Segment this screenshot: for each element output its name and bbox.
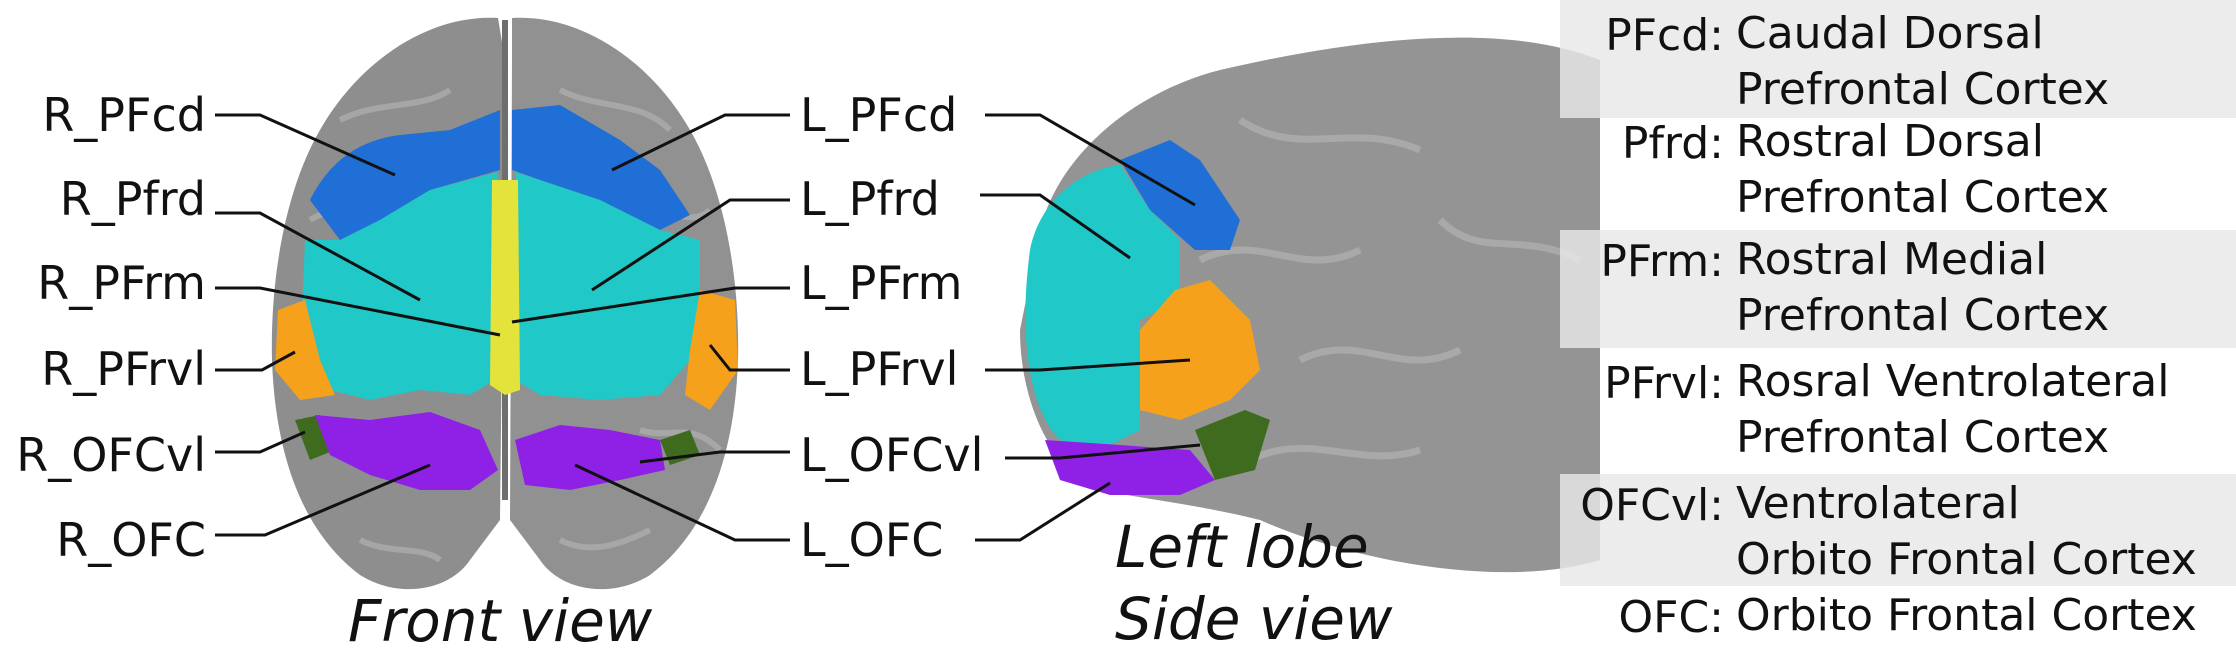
front-region-R-PFcd [310, 110, 500, 240]
side-view-caption-line2: Side view [1115, 585, 1393, 653]
legend-desc-line2: Prefrontal Cortex [1736, 290, 2110, 341]
label-R-PFrm: R_PFrm [37, 256, 206, 310]
legend-abbr: OFCvl: [1580, 480, 1724, 531]
legend-desc-line1: Rostral Dorsal [1736, 116, 2044, 167]
label-L-PFrvl: L_PFrvl [800, 342, 959, 396]
side-region-OFC [1045, 440, 1215, 495]
legend-desc-line2: Prefrontal Cortex [1736, 172, 2110, 223]
label-R-Pfrd: R_Pfrd [59, 172, 206, 226]
label-R-OFC: R_OFC [56, 513, 206, 567]
side-view-caption-line1: Left lobe [1115, 513, 1369, 581]
front-region-L-Pfrd [515, 172, 700, 400]
legend: PFcd: Caudal Dorsal Prefrontal Cortex Pf… [1560, 0, 2236, 648]
legend-row: PFcd: Caudal Dorsal Prefrontal Cortex [1560, 0, 2236, 118]
front-region-L-PFrvl [685, 290, 738, 410]
label-L-OFCvl: L_OFCvl [800, 428, 984, 482]
side-region-OFCvl [1195, 410, 1270, 480]
front-region-PFrm [490, 180, 520, 395]
legend-row: Pfrd: Rostral Dorsal Prefrontal Cortex [1560, 116, 2236, 230]
front-region-L-OFC [515, 425, 665, 490]
label-R-OFCvl: R_OFCvl [16, 428, 206, 482]
legend-row: PFrvl: Rosral Ventrolateral Prefrontal C… [1560, 348, 2236, 474]
legend-row: OFC: Orbito Frontal Cortex [1560, 586, 2236, 648]
legend-row: OFCvl: Ventrolateral Orbito Frontal Cort… [1560, 474, 2236, 586]
legend-abbr: PFrvl: [1604, 358, 1724, 409]
label-L-PFcd: L_PFcd [800, 88, 958, 142]
legend-desc-line2: Prefrontal Cortex [1736, 412, 2110, 463]
legend-desc-line1: Rostral Medial [1736, 234, 2048, 285]
label-L-OFC: L_OFC [800, 513, 944, 567]
front-region-L-PFcd [512, 105, 690, 230]
legend-desc-line2: Orbito Frontal Cortex [1736, 534, 2197, 585]
legend-desc-line1: Orbito Frontal Cortex [1736, 590, 2197, 641]
label-R-PFrvl: R_PFrvl [41, 342, 206, 396]
side-region-PFrvl [1140, 280, 1260, 420]
legend-desc-line1: Ventrolateral [1736, 478, 2020, 529]
legend-abbr: PFcd: [1605, 10, 1724, 61]
legend-row: PFrm: Rostral Medial Prefrontal Cortex [1560, 230, 2236, 348]
front-region-R-OFCvl [295, 415, 335, 460]
front-region-R-PFrvl [275, 300, 335, 400]
legend-abbr: OFC: [1618, 592, 1725, 643]
side-leader-lines [975, 113, 1201, 542]
legend-desc-line1: Caudal Dorsal [1736, 8, 2044, 59]
front-leader-lines [215, 113, 790, 542]
label-R-PFcd: R_PFcd [42, 88, 206, 142]
front-view-caption: Front view [348, 587, 653, 655]
legend-abbr: PFrm: [1600, 236, 1724, 287]
label-L-PFrm: L_PFrm [800, 256, 963, 310]
front-region-R-Pfrd [300, 172, 498, 400]
legend-desc-line2: Prefrontal Cortex [1736, 64, 2110, 115]
label-L-Pfrd: L_Pfrd [800, 172, 940, 226]
front-region-R-OFC [315, 412, 498, 490]
side-region-Pfrd [1025, 165, 1180, 450]
legend-abbr: Pfrd: [1621, 118, 1724, 169]
legend-desc-line1: Rosral Ventrolateral [1736, 356, 2170, 407]
